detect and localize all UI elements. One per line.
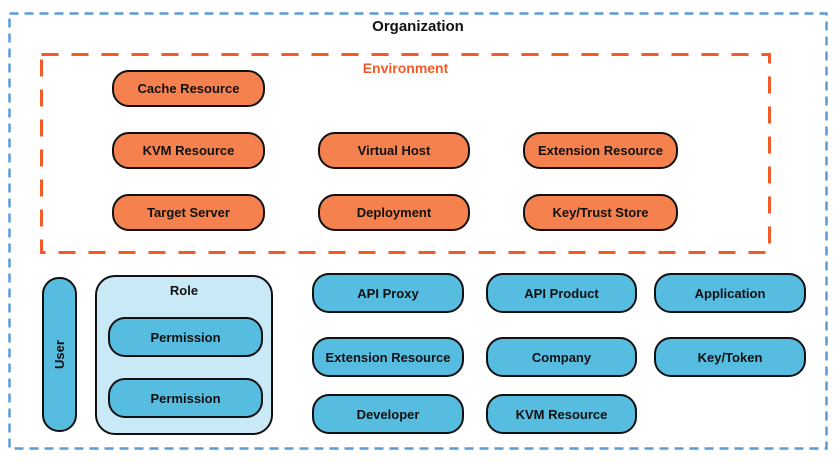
node-api-product: API Product (486, 273, 637, 313)
node-key-trust-store: Key/Trust Store (523, 194, 678, 231)
node-key-token: Key/Token (654, 337, 806, 377)
node-extension-resource-environment: Extension Resource (523, 132, 678, 169)
node-application: Application (654, 273, 806, 313)
organization-boundary (8, 12, 828, 450)
organization-title: Organization (372, 18, 464, 35)
node-api-proxy: API Proxy (312, 273, 464, 313)
node-cache-resource: Cache Resource (112, 70, 265, 107)
node-target-server: Target Server (112, 194, 265, 231)
node-company: Company (486, 337, 637, 377)
node-permission-2: Permission (108, 378, 263, 418)
node-deployment: Deployment (318, 194, 470, 231)
node-extension-resource-organization: Extension Resource (312, 337, 464, 377)
node-role-label: Role (169, 283, 199, 298)
node-developer: Developer (312, 394, 464, 434)
node-kvm-resource-organization: KVM Resource (486, 394, 637, 434)
node-permission-1: Permission (108, 317, 263, 357)
environment-label: Environment (362, 60, 449, 76)
node-kvm-resource-environment: KVM Resource (112, 132, 265, 169)
node-user-label: User (51, 340, 67, 369)
node-user: User (42, 277, 77, 432)
environment-boundary (40, 53, 771, 254)
node-virtual-host: Virtual Host (318, 132, 470, 169)
